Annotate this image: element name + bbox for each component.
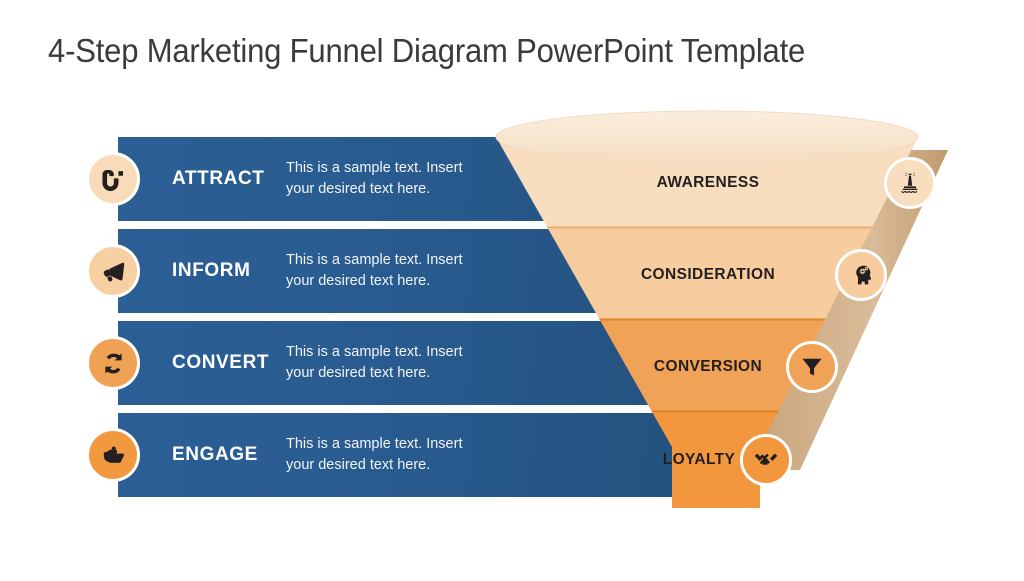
head-gears-icon[interactable] bbox=[835, 249, 887, 301]
megaphone-icon[interactable] bbox=[86, 244, 140, 298]
funnel-label-loyalty: LOYALTY bbox=[662, 451, 736, 468]
step-row-inform[interactable]: INFORM This is a sample text. Insert you… bbox=[86, 229, 678, 313]
funnel-label-conversion: CONVERSION bbox=[653, 358, 763, 375]
step-description: This is a sample text. Insert your desir… bbox=[286, 159, 463, 197]
step-row-engage[interactable]: ENGAGE This is a sample text. Insert you… bbox=[86, 413, 678, 497]
funnel-label-awareness: AWARENESS bbox=[656, 174, 760, 191]
step-description: This is a sample text. Insert your desir… bbox=[286, 343, 463, 381]
lighthouse-icon[interactable] bbox=[884, 157, 936, 209]
step-label: ENGAGE bbox=[172, 444, 258, 465]
handshake-icon[interactable] bbox=[740, 434, 792, 486]
refresh-cycle-icon[interactable] bbox=[86, 336, 140, 390]
step-label: CONVERT bbox=[172, 352, 270, 373]
step-label: ATTRACT bbox=[172, 168, 265, 189]
funnel-label-consideration: CONSIDERATION bbox=[640, 266, 776, 283]
funnel-icon[interactable] bbox=[786, 341, 838, 393]
step-row-attract[interactable]: ATTRACT This is a sample text. Insert yo… bbox=[86, 137, 678, 221]
step-description: This is a sample text. Insert your desir… bbox=[286, 251, 463, 289]
step-description: This is a sample text. Insert your desir… bbox=[286, 435, 463, 473]
page-title: 4-Step Marketing Funnel Diagram PowerPoi… bbox=[48, 32, 806, 69]
pointing-hand-icon[interactable] bbox=[86, 428, 140, 482]
step-row-convert[interactable]: CONVERT This is a sample text. Insert yo… bbox=[86, 321, 678, 405]
magnet-icon[interactable] bbox=[86, 152, 140, 206]
step-label: INFORM bbox=[172, 260, 251, 281]
